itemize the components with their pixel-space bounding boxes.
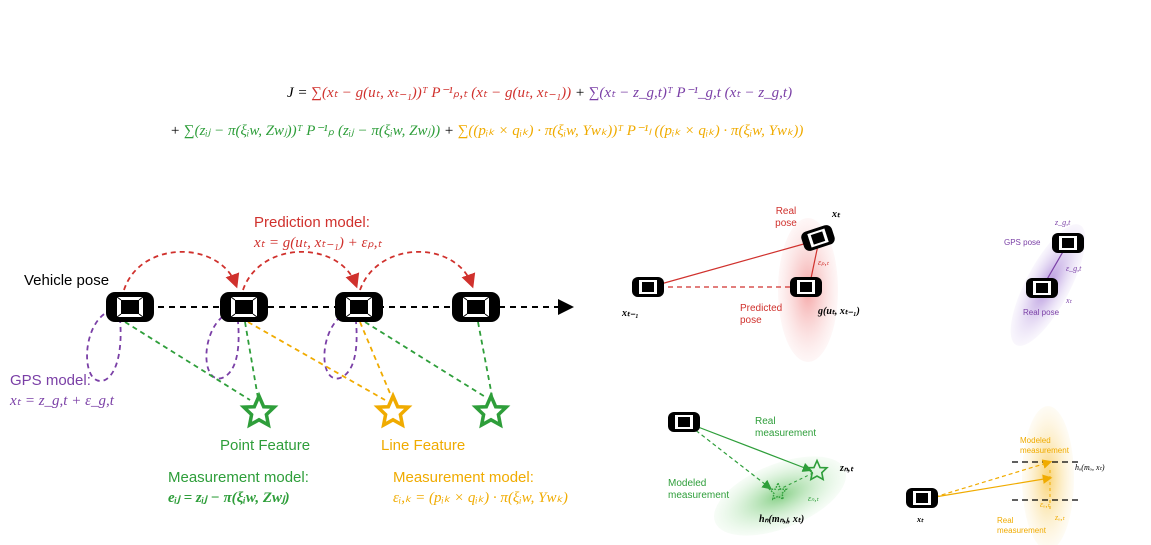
line-feature-star-icon (376, 394, 410, 427)
prediction-arc (242, 250, 360, 291)
prediction-model-title: Prediction model: (254, 214, 370, 231)
line-measurement-equation: εᵢ,ₖ = (pᵢₖ × qᵢₖ) · π(ξᵢw, Ywₖ) (393, 490, 568, 506)
vehicle-icon (1052, 233, 1084, 253)
point-feature-star-icon (474, 394, 508, 427)
prediction-model-equation: xₜ = g(uₜ, xₜ₋₁) + εₚ,ₜ (254, 235, 382, 251)
gps-model-title: GPS model: (10, 372, 91, 389)
vehicle-icon (632, 277, 664, 297)
real-measurement-line (934, 474, 1053, 498)
modeled-measurement-line (684, 421, 772, 490)
cost-equation-line1: J = ∑(xₜ − g(uₜ, xₜ₋₁))ᵀ P⁻¹ₚ,ₜ (xₜ − g(… (287, 83, 792, 102)
point-error-line (777, 471, 816, 491)
h-label: hₙ(mₙ,ⱼ, xₜ) (759, 514, 805, 525)
xt-label: xₜ (832, 209, 840, 220)
line-measurement-line (359, 321, 393, 399)
line-measurement-title: Measurement model: (393, 469, 534, 486)
point-measurement-line (477, 321, 493, 397)
xt-1-label: xₜ₋₁ (622, 308, 639, 319)
gps-model-equation: xₜ = z_g,t + ε_g,t (10, 393, 114, 409)
line-feature-label: Line Feature (381, 437, 466, 454)
h-label: hₒ(mₒ, xₜ) (1075, 463, 1105, 472)
real-pose-label: Real pose (1023, 308, 1060, 317)
modeled-measurement-label: Modeled measurement (1020, 436, 1069, 455)
gps-error-label: ε_g,t (1066, 264, 1082, 273)
zg-label: z_g,t (1055, 218, 1071, 227)
prediction-error-label: εₚ,ₜ (818, 258, 829, 267)
point-feature-star-icon (242, 394, 276, 427)
plus-sign: + (574, 85, 585, 101)
znt-label: zₙ,ₜ (840, 463, 854, 474)
vehicle-icon (1026, 278, 1058, 298)
vehicle-icon (668, 412, 700, 432)
prediction-arc (123, 250, 240, 291)
g-label: g(uₜ, xₜ₋₁) (818, 306, 860, 317)
real-pose-label: Real pose (775, 206, 797, 229)
prediction-real-line (649, 239, 819, 288)
prediction-cost-term: ∑(xₜ − g(uₜ, xₜ₋₁))ᵀ P⁻¹ₚ,ₜ (xₜ − g(uₜ, … (311, 85, 572, 101)
modeled-measurement-label: Modeled measurement (668, 478, 730, 501)
point-measurement-line (364, 321, 488, 399)
vehicle-icon (105, 291, 155, 323)
vehicle-pose-label: Vehicle pose (24, 272, 110, 289)
plus-sign: + (443, 123, 454, 139)
gps-cost-term: ∑(xₜ − z_g,t)ᵀ P⁻¹_g,t (xₜ − z_g,t) (588, 85, 793, 101)
plus-sign: + (170, 123, 181, 139)
vehicle-icon (334, 291, 384, 323)
vehicle-icon (906, 488, 938, 508)
z-label: zₒ,ₜ (1055, 513, 1065, 522)
point-measurement-line (244, 321, 259, 399)
point-measurement-equation: eᵢⱼ = zᵢⱼ − π(ξᵢw, Zwⱼ) (168, 490, 290, 506)
vehicle-icon (451, 291, 501, 323)
gps-loop (323, 311, 358, 380)
xt-label: xₜ (917, 515, 924, 524)
vehicle-icon (790, 277, 822, 297)
point-measurement-title: Measurement model: (168, 469, 309, 486)
point-measurement-line (124, 321, 251, 401)
point-uncertainty-ellipse (713, 456, 847, 536)
point-error-label: εₙ,ₜ (808, 494, 819, 503)
predicted-pose-label: Predicted pose (740, 303, 783, 326)
line-cost-term: ∑((pᵢₖ × qᵢₖ) · π(ξᵢw, Ywₖ))ᵀ P⁻¹ₗ ((pᵢₖ… (457, 123, 804, 139)
vehicle-icon (219, 291, 269, 323)
cost-equation-line2: + ∑(zᵢⱼ − π(ξᵢw, Zwⱼ))ᵀ P⁻¹ₚ (zᵢⱼ − π(ξᵢ… (170, 121, 803, 140)
point-cost-term: ∑(zᵢⱼ − π(ξᵢw, Zwⱼ))ᵀ P⁻¹ₚ (zᵢⱼ − π(ξᵢw,… (183, 123, 441, 139)
real-measurement-label: Real measurement (997, 516, 1046, 535)
real-measurement-label: Real measurement (755, 416, 817, 439)
line-error-label: εₒ,ₜ (1040, 500, 1050, 509)
prediction-arc (359, 250, 476, 291)
modeled-measurement-line (934, 459, 1053, 498)
cost-lhs: J = (287, 85, 308, 101)
real-measurement-line (684, 421, 813, 472)
gps-loop (205, 311, 240, 380)
gps-pose-label: GPS pose (1004, 238, 1041, 247)
prediction-error-line (809, 244, 819, 284)
point-feature-label: Point Feature (220, 437, 311, 454)
xt-label: xₜ (1066, 296, 1072, 305)
